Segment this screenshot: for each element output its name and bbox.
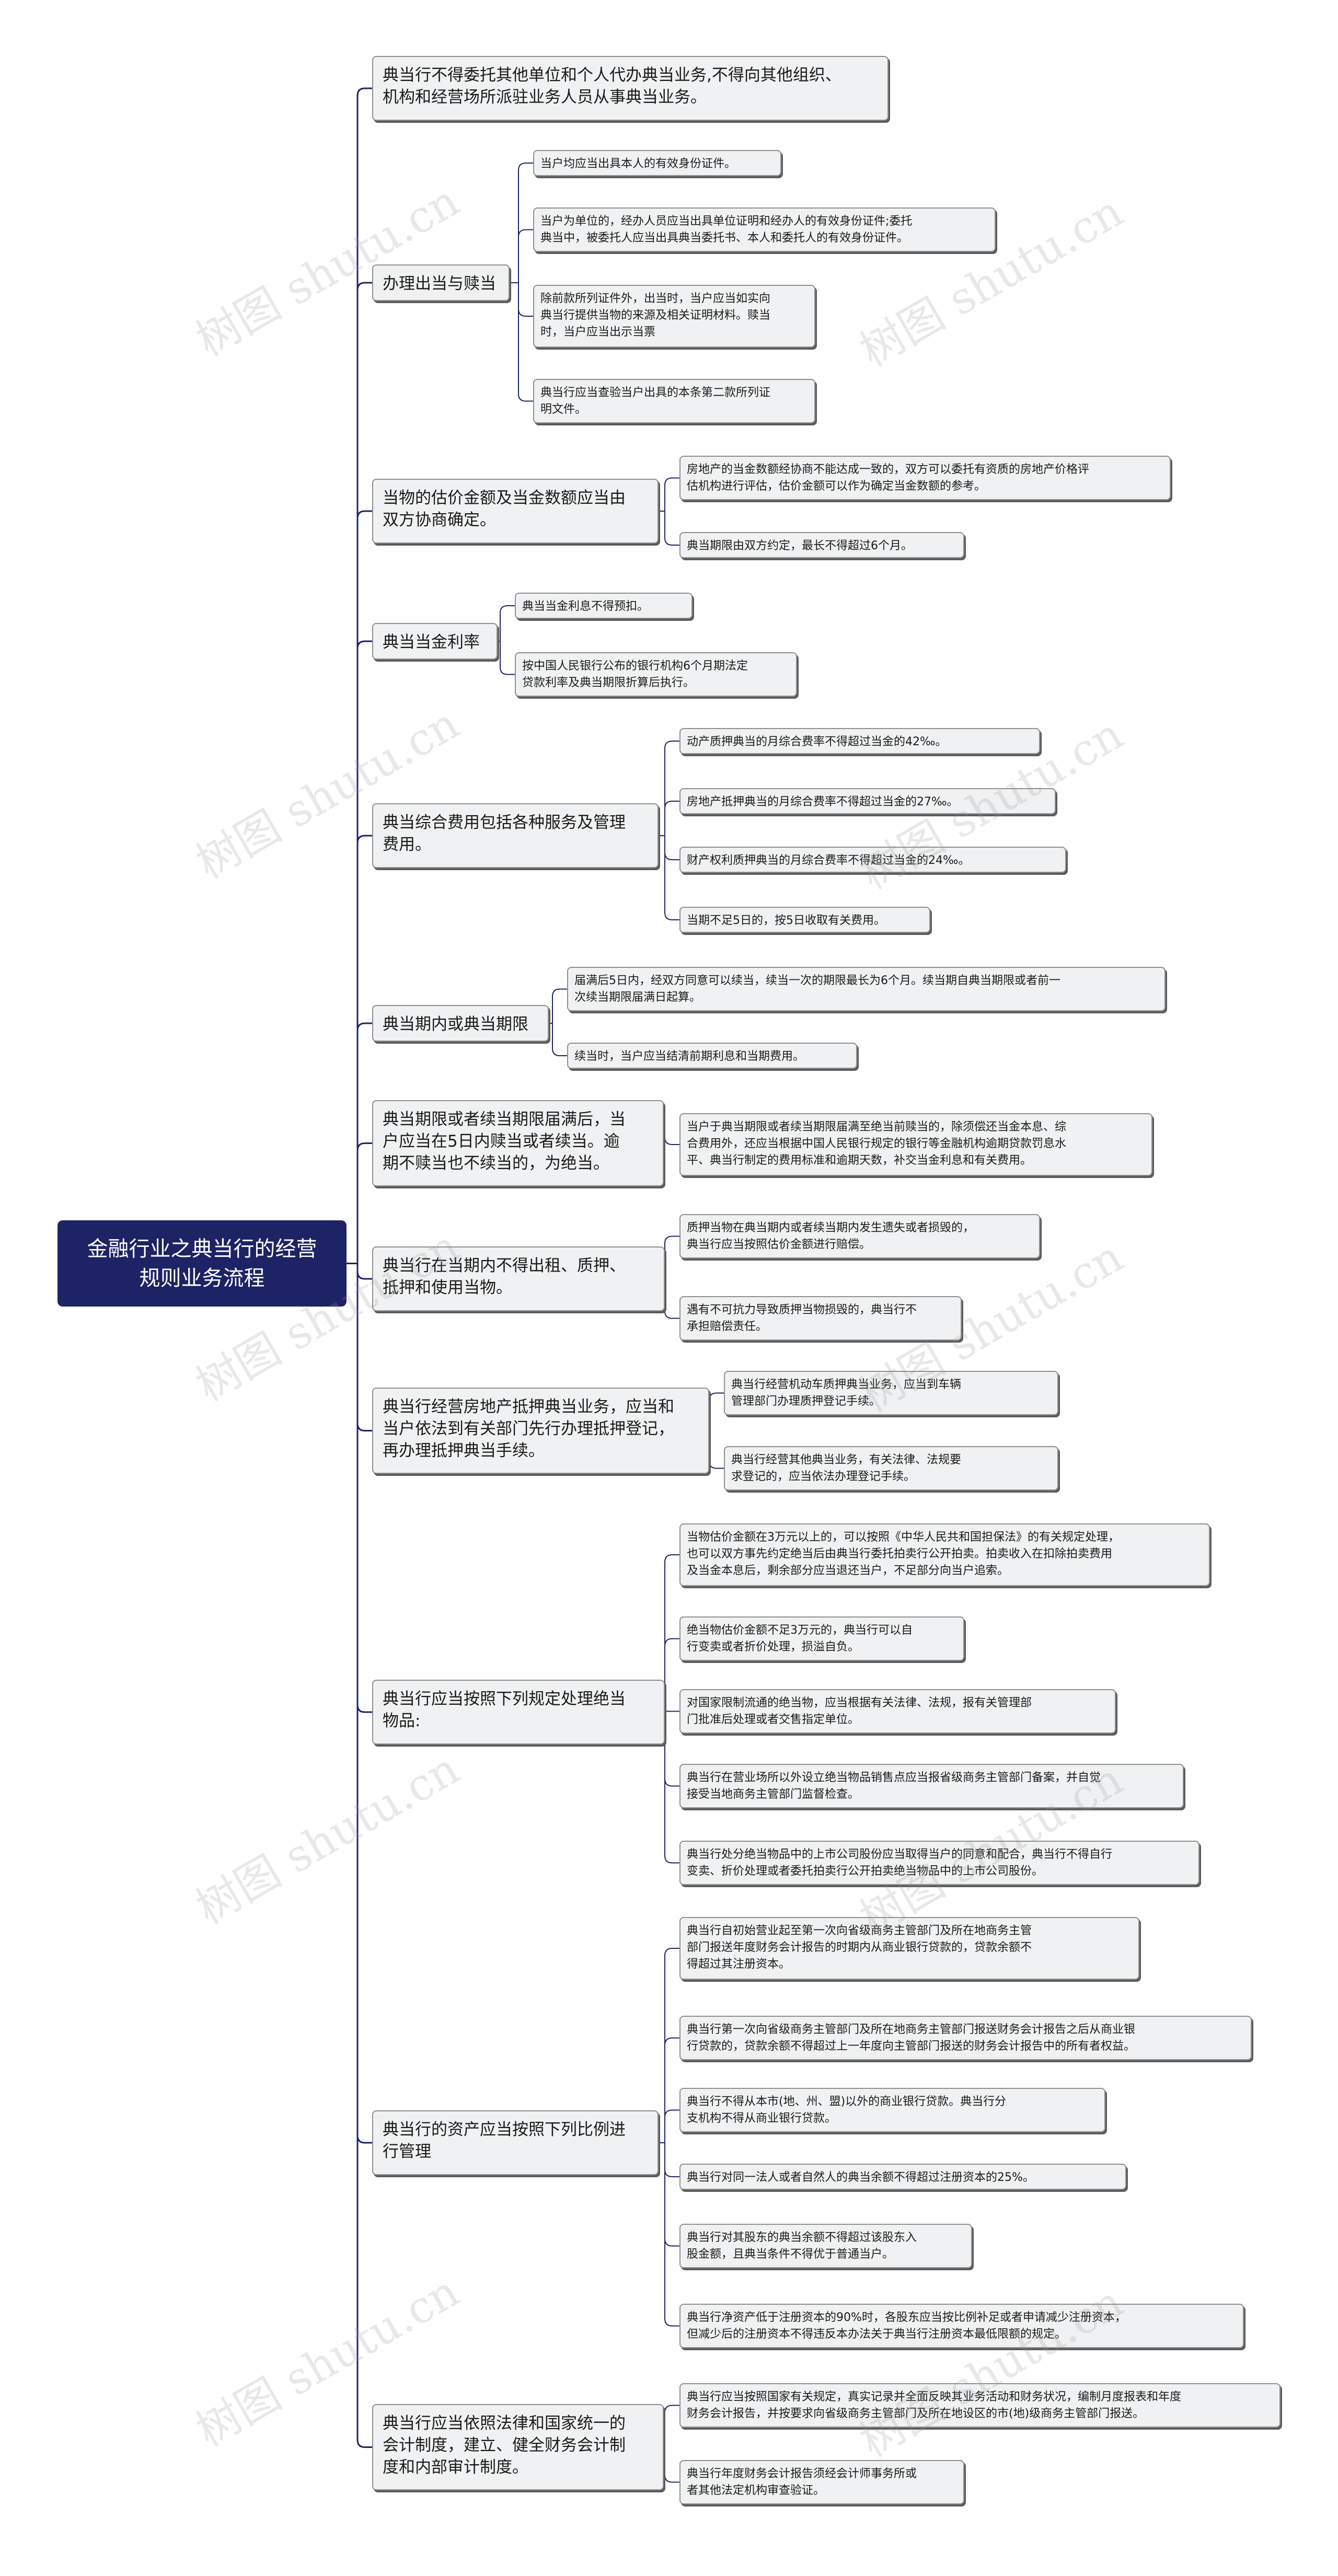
leaf-10-3[interactable]: 典当行不得从本市(地、州、盟)以外的商业银行贷款。典当行分 支机构不得从商业银行… — [679, 2088, 1105, 2132]
leaf-7-1[interactable]: 质押当物在典当期内或者续当期内发生遗失或者损毁的， 典当行应当按照估价金额进行赔… — [679, 1214, 1040, 1258]
leaf-9-1[interactable]: 当物估价金额在3万元以上的，可以按照《中华人民共和国担保法》的有关规定处理， 也… — [679, 1523, 1210, 1586]
leaf-3-2[interactable]: 按中国人民银行公布的银行机构6个月期法定 贷款利率及典当期限折算后执行。 — [515, 652, 797, 697]
branch-no-use[interactable]: 典当行在当期内不得出租、质押、 抵押和使用当物。 — [372, 1246, 665, 1311]
leaf-4-2[interactable]: 房地产抵押典当的月综合费率不得超过当金的27‰。 — [679, 788, 1056, 814]
leaf-9-3[interactable]: 对国家限制流通的绝当物，应当根据有关法律、法规，报有关管理部 门批准后处理或者交… — [679, 1689, 1116, 1734]
leaf-4-4[interactable]: 当期不足5日的，按5日收取有关费用。 — [679, 907, 930, 933]
leaf-1-1[interactable]: 当户均应当出具本人的有效身份证件。 — [533, 150, 781, 176]
branch-forfeited[interactable]: 典当行应当按照下列规定处理绝当 物品: — [372, 1680, 665, 1745]
leaf-1-3[interactable]: 除前款所列证件外，出当时，当户应当如实向 典当行提供当物的来源及相关证明材料。赎… — [533, 285, 815, 348]
branch-expiry[interactable]: 典当期限或者续当期限届满后，当 户应当在5日内赎当或者续当。逾 期不赎当也不续当… — [372, 1100, 664, 1186]
leaf-11-2[interactable]: 典当行年度财务会计报告须经会计师事务所或 者其他法定机构审查验证。 — [679, 2460, 964, 2504]
leaf-2-1[interactable]: 房地产的当金数额经协商不能达成一致的，双方可以委托有资质的房地产价格评 估机构进… — [679, 456, 1171, 500]
leaf-9-2[interactable]: 绝当物估价金额不足3万元的，典当行可以自 行变卖或者折价处理，损溢自负。 — [679, 1616, 964, 1661]
leaf-10-2[interactable]: 典当行第一次向省级商务主管部门及所在地商务主管部门报送财务会计报告之后从商业银 … — [679, 2016, 1252, 2060]
leaf-2-2[interactable]: 典当期限由双方约定，最长不得超过6个月。 — [679, 532, 964, 558]
leaf-1-2[interactable]: 当户为单位的，经办人员应当出具单位证明和经办人的有效身份证件;委托 典当中，被委… — [533, 207, 996, 252]
leaf-9-5[interactable]: 典当行处分绝当物品中的上市公司股份应当取得当户的同意和配合，典当行不得自行 变卖… — [679, 1841, 1199, 1885]
leaf-1-4[interactable]: 典当行应当查验当户出具的本条第二款所列证 明文件。 — [533, 379, 815, 423]
leaf-10-6[interactable]: 典当行净资产低于注册资本的90%时，各股东应当按比例补足或者申请减少注册资本， … — [679, 2304, 1244, 2348]
branch-fees[interactable]: 典当综合费用包括各种服务及管理 费用。 — [372, 803, 659, 868]
leaf-6-1[interactable]: 当户于典当期限或者续当期限届满至绝当前赎当的，除须偿还当金本息、综 合费用外，还… — [679, 1113, 1152, 1176]
leaf-8-2[interactable]: 典当行经营其他典当业务，有关法律、法规要 求登记的，应当依法办理登记手续。 — [724, 1446, 1058, 1491]
leaf-10-4[interactable]: 典当行对同一法人或者自然人的典当余额不得超过注册资本的25%。 — [679, 2164, 1126, 2190]
leaf-4-1[interactable]: 动产质押典当的月综合费率不得超过当金的42‰。 — [679, 728, 1040, 754]
branch-interest-rate[interactable]: 典当当金利率 — [372, 623, 498, 660]
branch-pawn-redeem[interactable]: 办理出当与赎当 — [372, 264, 510, 301]
branch-valuation[interactable]: 当物的估价金额及当金数额应当由 双方协商确定。 — [372, 479, 659, 544]
leaf-3-1[interactable]: 典当当金利息不得预扣。 — [515, 593, 693, 619]
leaf-8-1[interactable]: 典当行经营机动车质押典当业务，应当到车辆 管理部门办理质押登记手续。 — [724, 1371, 1058, 1415]
leaf-7-2[interactable]: 遇有不可抗力导致质押当物损毁的，典当行不 承担赔偿责任。 — [679, 1296, 962, 1341]
branch-pawn-term[interactable]: 典当期内或典当期限 — [372, 1005, 549, 1042]
leaf-9-4[interactable]: 典当行在营业场所以外设立绝当物品销售点应当报省级商务主管部门备案，并自觉 接受当… — [679, 1764, 1184, 1808]
root-node[interactable]: 金融行业之典当行的经营 规则业务流程 — [57, 1220, 347, 1307]
branch-accounting[interactable]: 典当行应当依照法律和国家统一的 会计制度，建立、健全财务会计制 度和内部审计制度… — [372, 2404, 664, 2490]
branch-real-estate[interactable]: 典当行经营房地产抵押典当业务，应当和 当户依法到有关部门先行办理抵押登记， 再办… — [372, 1388, 709, 1474]
leaf-5-1[interactable]: 届满后5日内，经双方同意可以续当，续当一次的期限最长为6个月。续当期自典当期限或… — [567, 967, 1166, 1011]
leaf-5-2[interactable]: 续当时，当户应当结清前期利息和当期费用。 — [567, 1043, 857, 1069]
leaf-11-1[interactable]: 典当行应当按照国家有关规定，真实记录并全面反映其业务活动和财务状况，编制月度报表… — [679, 2383, 1281, 2428]
leaf-10-1[interactable]: 典当行自初始营业起至第一次向省级商务主管部门及所在地商务主管 部门报送年度财务会… — [679, 1917, 1139, 1980]
leaf-4-3[interactable]: 财产权利质押典当的月综合费率不得超过当金的24‰。 — [679, 847, 1066, 873]
branch-no-delegation[interactable]: 典当行不得委托其他单位和个人代办典当业务,不得向其他组织、 机构和经营场所派驻业… — [372, 56, 889, 121]
branch-asset-ratio[interactable]: 典当行的资产应当按照下列比例进 行管理 — [372, 2110, 659, 2175]
leaf-10-5[interactable]: 典当行对其股东的典当余额不得超过该股东入 股金额，且典当条件不得优于普通当户。 — [679, 2224, 972, 2268]
